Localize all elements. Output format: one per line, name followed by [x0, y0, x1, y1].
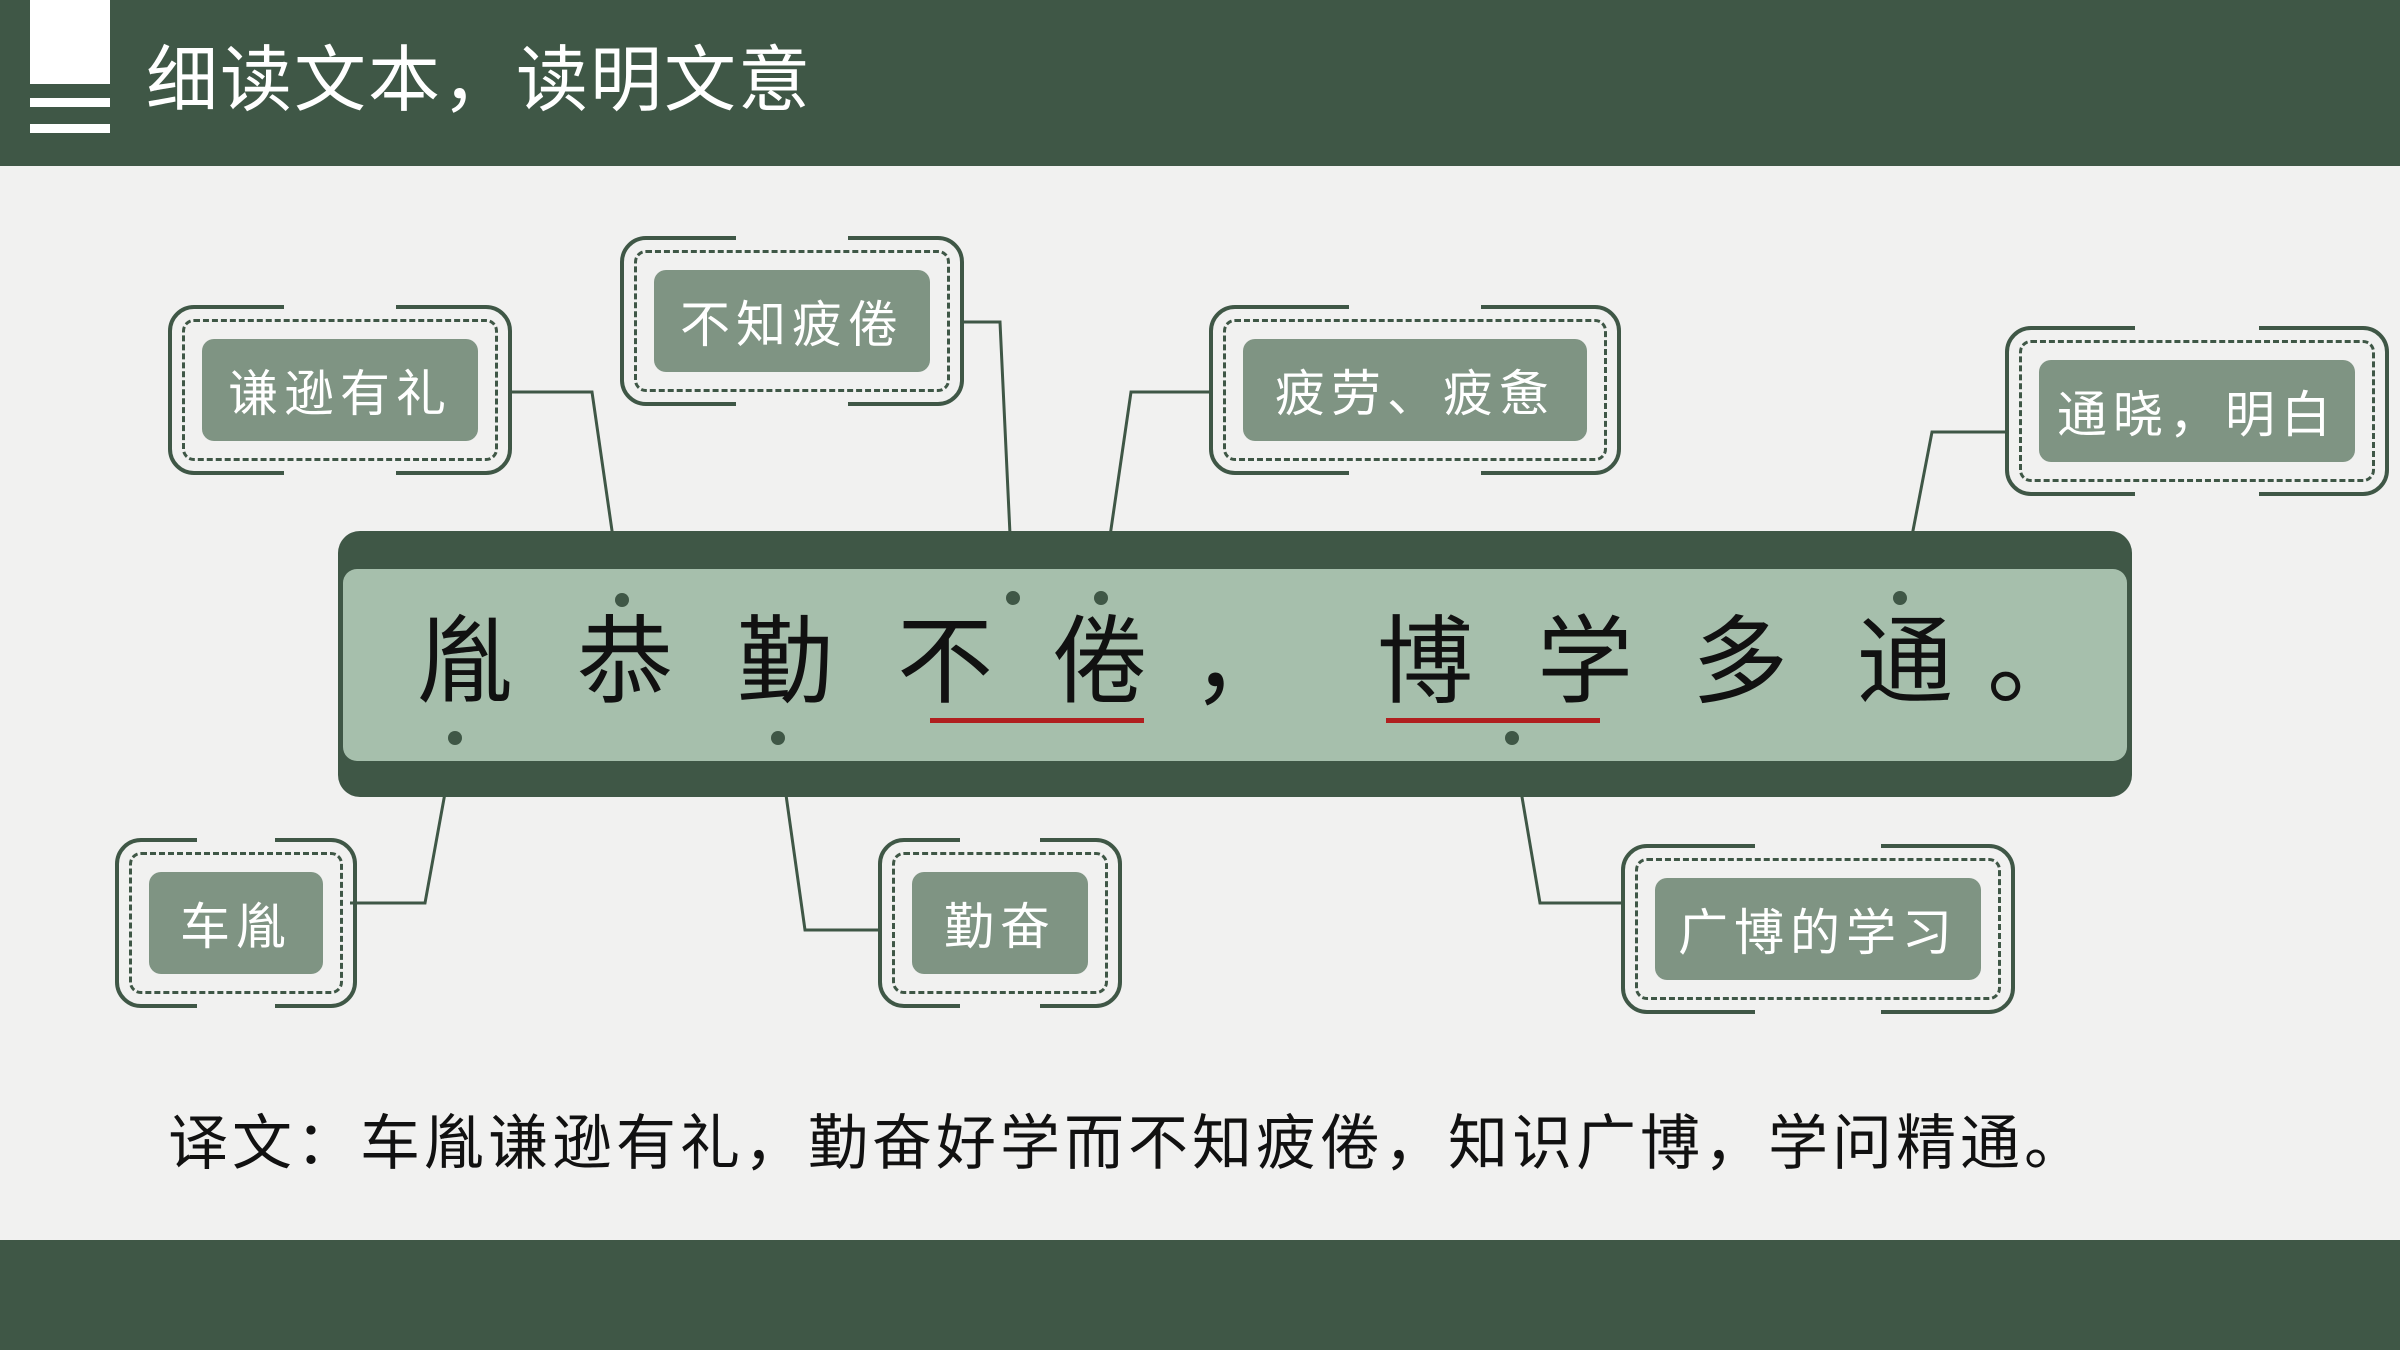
- sentence-char: 。: [1987, 606, 2083, 718]
- gloss-card-qinfen: 勤奋: [878, 836, 1122, 1010]
- card-frame-gap: [1755, 842, 1881, 850]
- gloss-card-tongxiao: 通晓，明白: [2005, 324, 2389, 498]
- sentence-char: 博: [1377, 606, 1473, 718]
- translation-text: 译文：车胤谦逊有礼，勤奋好学而不知疲倦，知识广博，学问精通。: [168, 1109, 2088, 1179]
- gloss-label: 谦逊有礼: [202, 339, 478, 441]
- anchor-dot: [1893, 591, 1907, 605]
- gloss-card-chayin: 车胤: [115, 836, 357, 1010]
- card-dashed-border: [634, 250, 950, 392]
- logo-bar: [30, 124, 110, 133]
- anchor-dot: [1094, 591, 1108, 605]
- card-dashed-border: [1635, 858, 2001, 1000]
- gloss-card-guangbo: 广博的学习: [1621, 842, 2015, 1016]
- gloss-label: 通晓，明白: [2039, 360, 2355, 462]
- card-frame-gap: [1349, 469, 1481, 477]
- sentence-char: ，: [1192, 606, 1288, 718]
- card-frame-gap: [1349, 303, 1481, 311]
- footer-banner: [0, 1240, 2400, 1350]
- leader-line-qinfen: [776, 737, 880, 932]
- card-frame-gap: [197, 1002, 275, 1010]
- gloss-label: 疲劳、疲惫: [1243, 339, 1587, 441]
- logo-bar: [30, 98, 110, 107]
- anchor-dot: [1505, 731, 1519, 745]
- sentence-bar: [343, 569, 2127, 761]
- card-frame-gap: [736, 234, 848, 242]
- card-frame-gap: [2135, 324, 2259, 332]
- card-dashed-border: [2019, 340, 2375, 482]
- card-dashed-border: [129, 852, 343, 994]
- page-title: 细读文本，读明文意: [146, 38, 813, 122]
- sentence-char: 勤: [737, 606, 833, 718]
- card-dashed-border: [1223, 319, 1607, 461]
- leader-line-bujipijuan: [960, 320, 1015, 599]
- leader-line-qianxun: [512, 390, 624, 601]
- underline-boxue: [1386, 718, 1600, 723]
- card-frame-gap: [197, 836, 275, 844]
- sentence-char: 不: [897, 606, 993, 718]
- sentence-char: 通: [1857, 606, 1953, 718]
- sentence-char: 恭: [577, 606, 673, 718]
- anchor-dot: [1006, 591, 1020, 605]
- logo-block: [30, 0, 110, 84]
- card-dashed-border: [892, 852, 1108, 994]
- gloss-label: 勤奋: [912, 872, 1088, 974]
- sentence-char: 多: [1692, 606, 1788, 718]
- sentence-char: 胤: [417, 606, 513, 718]
- gloss-label: 车胤: [149, 872, 323, 974]
- gloss-card-bujipijuan: 不知疲倦: [620, 234, 964, 408]
- card-frame-gap: [736, 400, 848, 408]
- gloss-card-qianxun: 谦逊有礼: [168, 303, 512, 477]
- card-frame-gap: [284, 469, 396, 477]
- card-frame-gap: [1755, 1008, 1881, 1016]
- anchor-dot: [615, 593, 629, 607]
- anchor-dot: [448, 731, 462, 745]
- card-dashed-border: [182, 319, 498, 461]
- header-banner: 细读文本，读明文意: [0, 0, 2400, 166]
- gloss-label: 广博的学习: [1655, 878, 1981, 980]
- gloss-card-pilao: 疲劳、疲惫: [1209, 303, 1621, 477]
- card-frame-gap: [960, 1002, 1040, 1010]
- anchor-dot: [771, 731, 785, 745]
- gloss-label: 不知疲倦: [654, 270, 930, 372]
- card-frame-gap: [284, 303, 396, 311]
- sentence-char: 倦: [1052, 606, 1148, 718]
- sentence-char: 学: [1537, 606, 1633, 718]
- underline-bujuan: [930, 718, 1144, 723]
- card-frame-gap: [960, 836, 1040, 844]
- card-frame-gap: [2135, 490, 2259, 498]
- leader-line-pilao: [1099, 390, 1211, 599]
